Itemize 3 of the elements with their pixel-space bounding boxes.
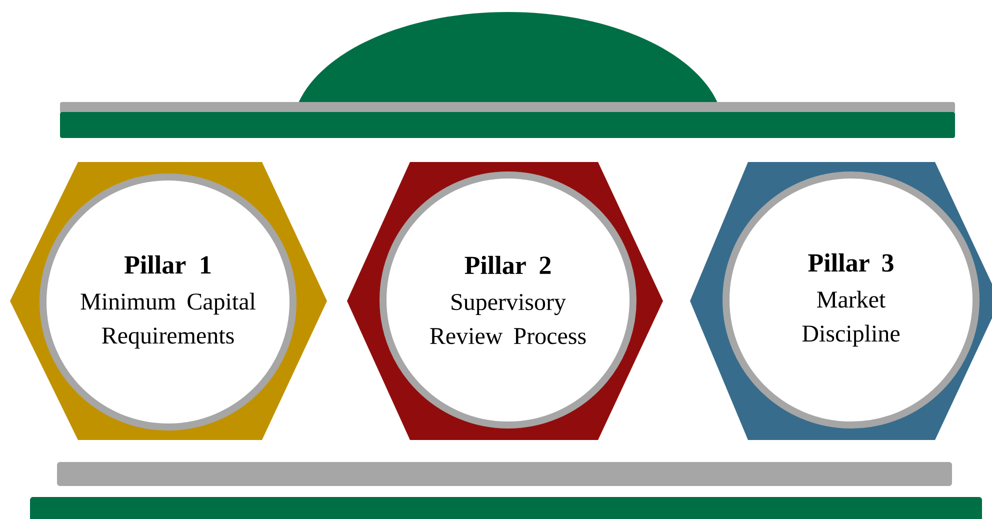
pillar-hexagon: Pillar 2 Supervisory Review Process	[347, 162, 663, 440]
pillar-hexagon: Pillar 1 Minimum Capital Requirements	[10, 162, 327, 440]
pillar-hexagon: Pillar 3 Market Discipline	[690, 162, 992, 440]
